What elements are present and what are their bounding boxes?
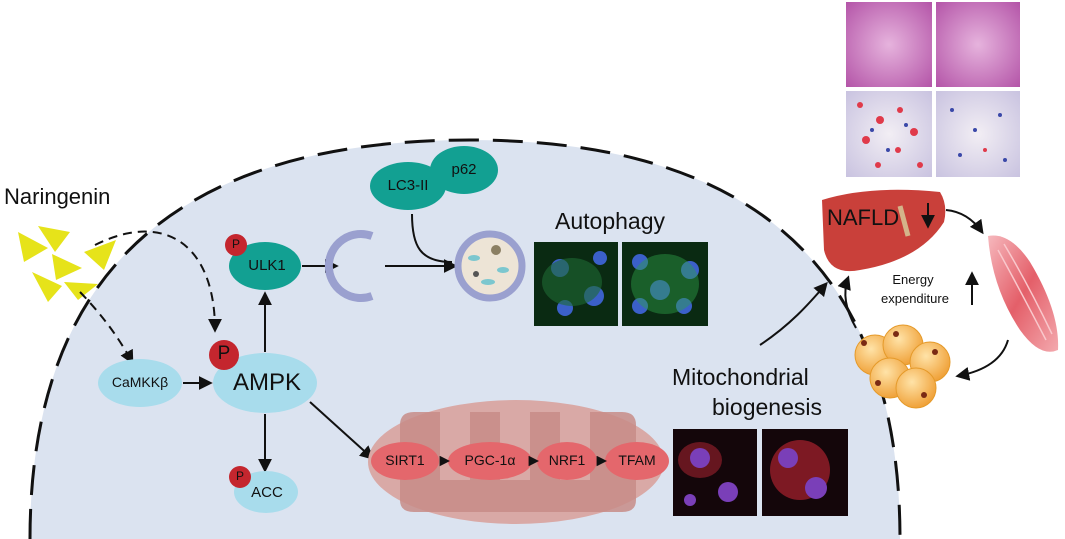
mito-biogenesis-label-line2: biogenesis	[712, 394, 822, 420]
pgc1a-label: PGC-1α	[464, 452, 516, 468]
nafld-label: NAFLD	[827, 205, 900, 230]
pgc1a-node	[448, 442, 532, 480]
camkkb-node	[98, 359, 182, 407]
tfam-label: TFAM	[618, 452, 656, 468]
energy-expenditure-label-line2: expenditure	[881, 291, 949, 306]
ulk1-node	[229, 242, 301, 290]
sirt1-label: SIRT1	[385, 452, 425, 468]
liver-to-muscle-arrow	[945, 209, 984, 235]
fat-to-liver-arrow	[837, 275, 857, 329]
ampk-to-sirt1-arrow	[309, 401, 375, 460]
lc3-node	[370, 162, 446, 210]
muscle-to-fat-arrow	[955, 339, 1009, 381]
ampk-node	[213, 353, 317, 413]
autophagosome-icon	[454, 230, 526, 302]
ulk1-phospho-label: P	[231, 237, 240, 251]
naringenin-label: Naringenin	[4, 184, 111, 209]
histology-he-images	[846, 2, 1020, 87]
naringenin-to-ampk-arrow	[94, 230, 222, 333]
phagophore-icon	[324, 230, 374, 302]
ulk1-label: ULK1	[248, 257, 286, 274]
acc-phospho-label: P	[235, 469, 244, 483]
cell-to-nafld-arrow	[759, 281, 828, 346]
ampk-phospho-label: P	[217, 343, 231, 364]
autophagy-label: Autophagy	[555, 208, 665, 234]
lc3-label: LC3-II	[387, 177, 429, 194]
ampk-label: AMPK	[232, 369, 301, 396]
lc3-to-autophagosome-arrow	[411, 213, 453, 263]
cell-membrane	[28, 138, 902, 539]
tfam-node	[605, 442, 669, 480]
energy-expenditure-label-line1: Energy	[892, 272, 934, 287]
mito-biogenesis-label-line1: Mitochondrial	[672, 364, 809, 390]
nrf1-label: NRF1	[548, 452, 586, 468]
ulk1-phospho	[225, 234, 247, 256]
histology-oilred-images	[846, 91, 1020, 177]
liver-icon	[822, 189, 946, 272]
muscle-icon	[988, 235, 1059, 352]
autophagy-micrographs	[534, 242, 708, 326]
naringenin-molecules	[18, 226, 116, 302]
ampk-phospho	[209, 340, 239, 370]
naringenin-to-camkkb-arrow	[79, 291, 134, 365]
p62-label: p62	[451, 161, 477, 178]
nrf1-node	[537, 442, 597, 480]
camkkb-label: CaMKKβ	[111, 374, 169, 390]
p62-node	[430, 146, 498, 194]
adipocyte-cluster-icon	[854, 324, 951, 409]
acc-label: ACC	[251, 484, 283, 501]
acc-phospho	[229, 466, 251, 488]
mito-micrographs	[673, 429, 848, 516]
sirt1-node	[371, 442, 439, 480]
